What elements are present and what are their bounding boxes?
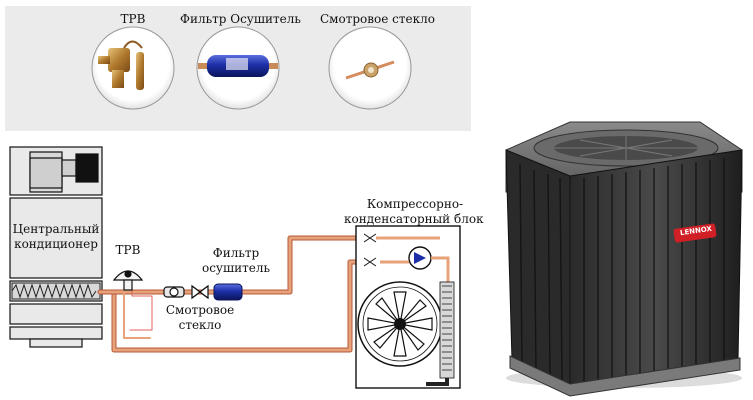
indoor-unit-label-line1: Центральный	[12, 222, 100, 236]
filter-drier-photo	[196, 26, 280, 110]
trv-valve	[112, 270, 144, 291]
outdoor-unit	[355, 225, 461, 389]
trv-photo-label: ТРВ	[120, 12, 146, 26]
indoor-unit-label-line2: кондиционер	[14, 237, 98, 251]
condenser-photo	[505, 121, 743, 397]
outdoor-unit-label-line2: конденсаторный блок	[344, 212, 484, 226]
evaporator-coil	[11, 282, 101, 300]
trv-label: ТРВ	[115, 243, 141, 257]
sight-glass-symbol	[163, 284, 209, 300]
trv-photo	[91, 26, 175, 110]
refrigerant-piping	[97, 235, 381, 353]
sightglass-label-line2: стекло	[178, 318, 222, 332]
sightglass-label-line1: Смотровое	[165, 303, 235, 317]
filter-label-line1: Фильтр	[212, 246, 260, 260]
filter-label-line2: осушитель	[201, 261, 271, 275]
filter-photo-label: Фильтр Осушитель	[180, 12, 301, 26]
sightglass-photo-label: Смотровое стекло	[320, 12, 435, 26]
outdoor-unit-label-line1: Компрессорно-	[366, 197, 464, 211]
indoor-unit	[9, 146, 103, 348]
sight-glass-photo	[328, 26, 412, 110]
filter-drier-symbol	[213, 283, 243, 301]
